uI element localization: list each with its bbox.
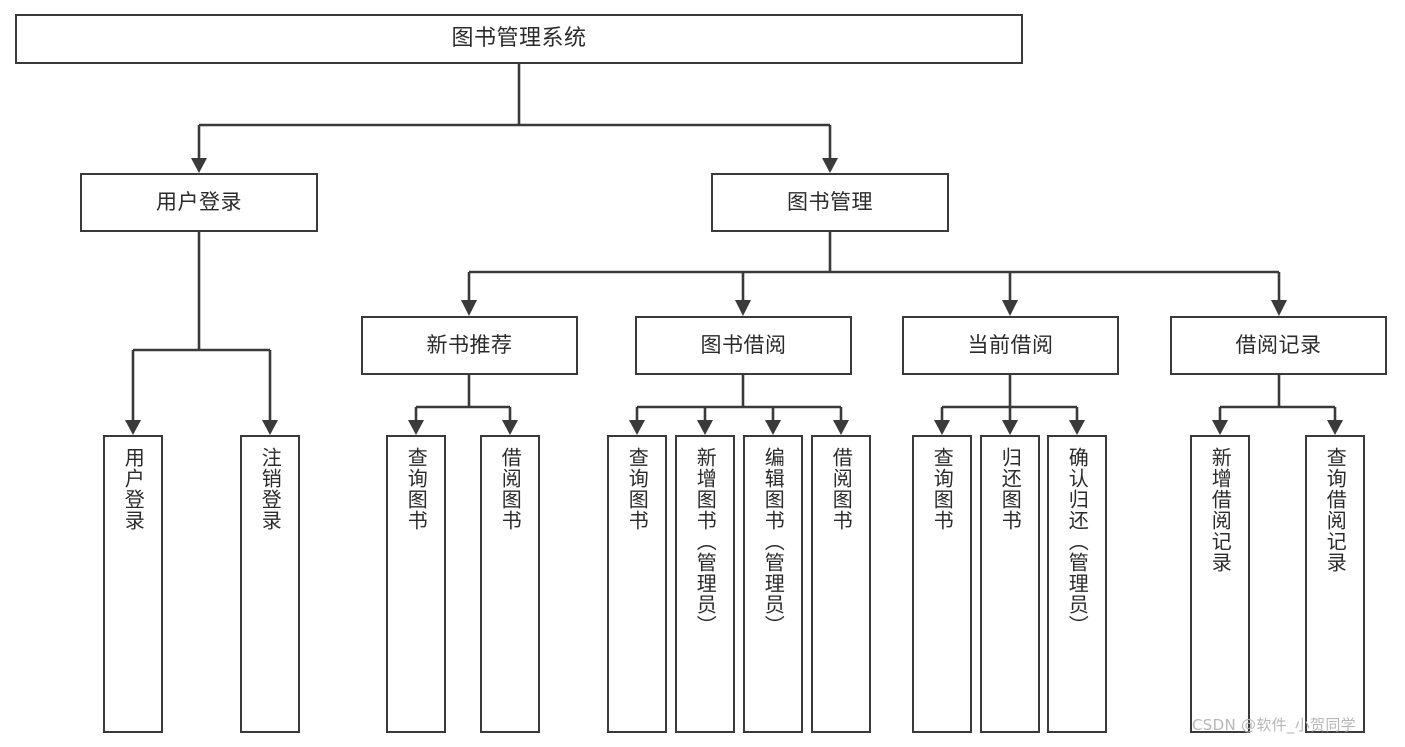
node-book-management[interactable]: 图书管理 — [711, 173, 949, 232]
leaf-current-return-book-label: 归还图书 — [998, 447, 1023, 531]
node-root[interactable]: 图书管理系统 — [15, 14, 1023, 64]
node-new-book-recommend-label: 新书推荐 — [426, 333, 513, 358]
arrowhead-user-login — [191, 158, 207, 173]
leaf-current-confirm-return-label: 确认归还（管理员） — [1065, 447, 1090, 636]
leaf-current-confirm-return[interactable]: 确认归还（管理员） — [1047, 435, 1107, 733]
leaf-user-login-login[interactable]: 用户登录 — [103, 435, 163, 733]
node-borrow-record[interactable]: 借阅记录 — [1170, 316, 1387, 375]
arrowhead-cb-3 — [1069, 420, 1085, 435]
leaf-user-login-logout-label: 注销登录 — [258, 447, 283, 531]
leaf-borrow-borrow-book-label: 借阅图书 — [829, 447, 854, 531]
node-borrow-record-label: 借阅记录 — [1235, 333, 1322, 358]
leaf-borrow-edit-book-label: 编辑图书（管理员） — [761, 447, 786, 636]
arrowhead-bb-1 — [629, 420, 645, 435]
leaf-current-query-book[interactable]: 查询图书 — [912, 435, 972, 733]
arrowhead-l2-3 — [1002, 300, 1018, 316]
leaf-record-add-record-label: 新增借阅记录 — [1208, 447, 1233, 573]
leaf-newbook-borrow-book-label: 借阅图书 — [498, 447, 523, 531]
arrowhead-l2-1 — [461, 300, 477, 316]
leaf-borrow-query-book[interactable]: 查询图书 — [607, 435, 667, 733]
node-current-borrow-label: 当前借阅 — [967, 333, 1054, 358]
leaf-record-query-record-label: 查询借阅记录 — [1323, 447, 1348, 573]
arrowhead-login-2 — [262, 420, 278, 435]
node-current-borrow[interactable]: 当前借阅 — [902, 316, 1119, 375]
arrowhead-bb-4 — [833, 420, 849, 435]
node-new-book-recommend[interactable]: 新书推荐 — [361, 316, 578, 375]
node-book-management-label: 图书管理 — [787, 190, 873, 215]
leaf-newbook-query-book-label: 查询图书 — [404, 447, 429, 531]
arrowhead-book-mgmt — [822, 158, 838, 173]
leaf-borrow-borrow-book[interactable]: 借阅图书 — [811, 435, 871, 733]
leaf-newbook-query-book[interactable]: 查询图书 — [386, 435, 446, 733]
leaf-borrow-add-book-label: 新增图书（管理员） — [693, 447, 718, 636]
arrowhead-cb-2 — [1002, 420, 1018, 435]
arrowhead-br-2 — [1327, 420, 1343, 435]
arrowhead-cb-1 — [934, 420, 950, 435]
leaf-current-query-book-label: 查询图书 — [930, 447, 955, 531]
leaf-user-login-logout[interactable]: 注销登录 — [240, 435, 300, 733]
leaf-newbook-borrow-book[interactable]: 借阅图书 — [480, 435, 540, 733]
arrowhead-l2-4 — [1271, 300, 1287, 316]
node-book-borrow-label: 图书借阅 — [700, 333, 787, 358]
node-user-login-label: 用户登录 — [156, 190, 242, 215]
leaf-current-return-book[interactable]: 归还图书 — [980, 435, 1040, 733]
arrowhead-nb-1 — [408, 420, 424, 435]
arrowhead-nb-2 — [502, 420, 518, 435]
csdn-watermark: CSDN @软件_小贺同学 — [1192, 716, 1356, 734]
leaf-record-query-record[interactable]: 查询借阅记录 — [1305, 435, 1365, 733]
arrowhead-bb-2 — [697, 420, 713, 435]
arrowhead-bb-3 — [765, 420, 781, 435]
node-root-label: 图书管理系统 — [451, 26, 587, 52]
leaf-borrow-edit-book[interactable]: 编辑图书（管理员） — [743, 435, 803, 733]
node-user-login[interactable]: 用户登录 — [80, 173, 318, 232]
arrowhead-l2-2 — [735, 300, 751, 316]
leaf-borrow-add-book[interactable]: 新增图书（管理员） — [675, 435, 735, 733]
leaf-record-add-record[interactable]: 新增借阅记录 — [1190, 435, 1250, 733]
arrowhead-login-1 — [125, 420, 141, 435]
node-book-borrow[interactable]: 图书借阅 — [635, 316, 852, 375]
leaf-borrow-query-book-label: 查询图书 — [625, 447, 650, 531]
leaf-user-login-login-label: 用户登录 — [121, 447, 146, 531]
arrowhead-br-1 — [1212, 420, 1228, 435]
